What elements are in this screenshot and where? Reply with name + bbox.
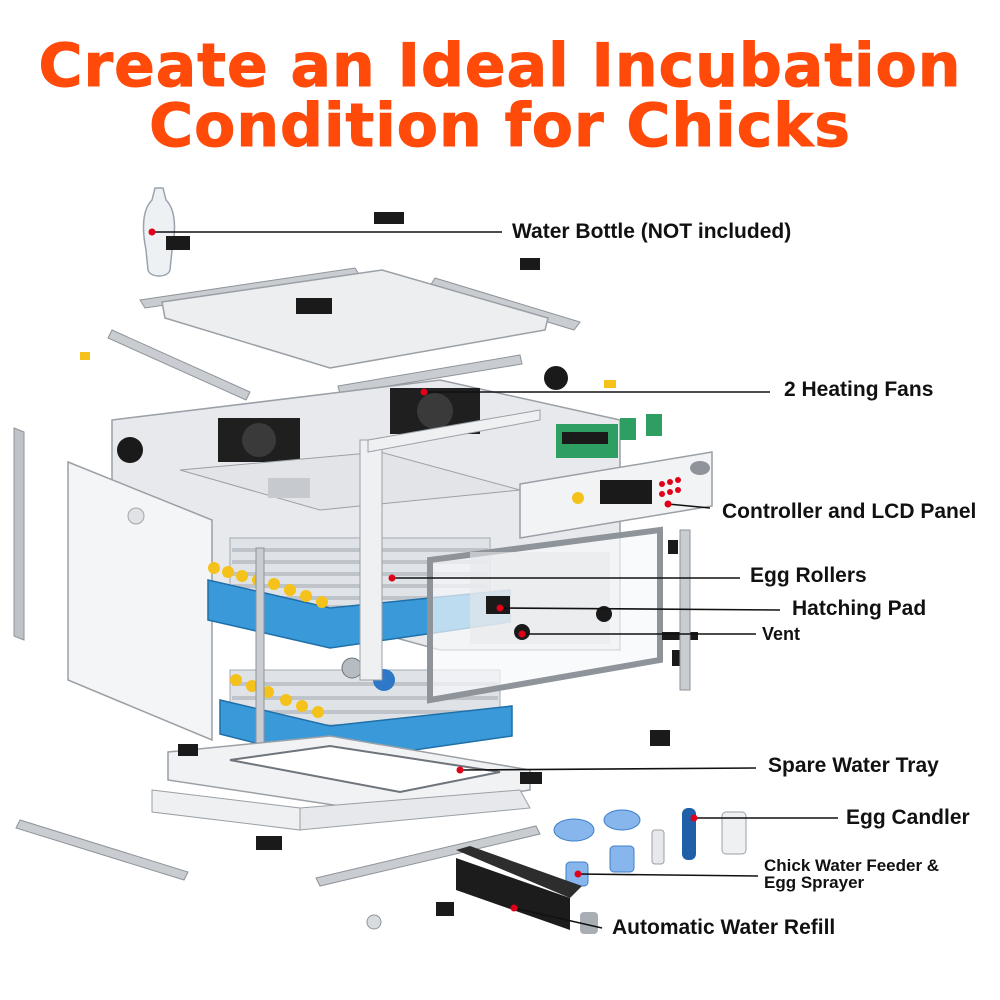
label-spare-water-tray: Spare Water Tray: [768, 754, 939, 777]
title-line-1: Create an Ideal Incubation: [38, 31, 962, 101]
label-hatching-pad: Hatching Pad: [792, 597, 927, 620]
label-chick-water-feeder-line-2: Egg Sprayer: [764, 873, 865, 892]
label-egg-rollers: Egg Rollers: [750, 564, 867, 587]
label-water-bottle: Water Bottle (NOT included): [512, 220, 792, 243]
label-automatic-water-refill: Automatic Water Refill: [612, 916, 836, 939]
label-chick-water-feeder-line-1: Chick Water Feeder &: [764, 856, 940, 875]
label-vent: Vent: [762, 624, 801, 644]
label-egg-candler: Egg Candler: [846, 806, 970, 829]
controller-lcd-panel: [519, 451, 713, 539]
title-line-2: Condition for Chicks: [149, 91, 851, 161]
heating-fan-2: [218, 418, 300, 462]
spare-water-tray: [229, 744, 501, 794]
label-controller-lcd-panel: Controller and LCD Panel: [722, 500, 977, 523]
front-window: [427, 526, 663, 704]
automatic-water-refill-illustration: [456, 846, 598, 934]
chick-water-feeder-accessories: [553, 809, 665, 887]
circuit-board: [556, 414, 662, 458]
label-heating-fans: 2 Heating Fans: [784, 378, 934, 401]
egg-candler-illustration: [682, 808, 747, 860]
leader-lines: [148, 228, 838, 929]
